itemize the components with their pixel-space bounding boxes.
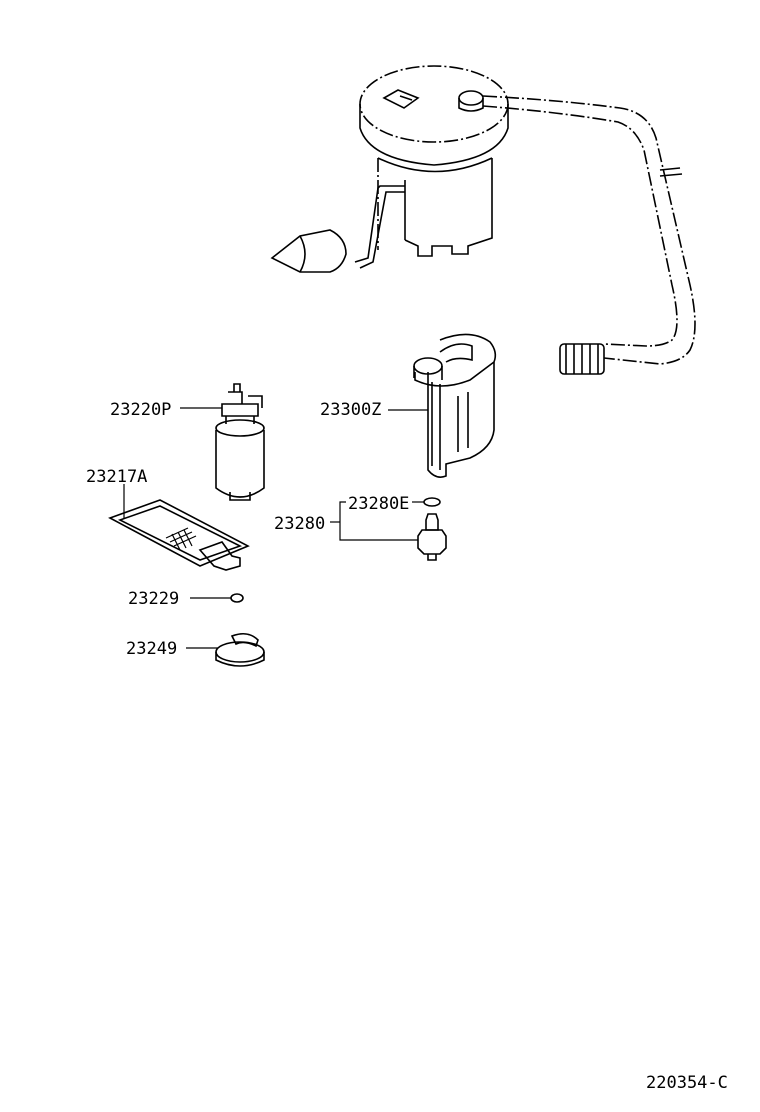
label-23300Z: 23300Z (320, 400, 381, 420)
label-23220P: 23220P (110, 400, 171, 420)
label-23280: 23280 (274, 514, 325, 534)
diagram-id: 220354-C (646, 1073, 728, 1093)
fuel-pump (180, 383, 265, 501)
pressure-regulator (330, 497, 447, 561)
label-23217A: 23217A (86, 467, 147, 487)
leader-23280-bracket (339, 501, 418, 541)
label-23249: 23249 (126, 639, 177, 659)
cushion-23249 (186, 632, 265, 667)
label-23280E: 23280E (348, 494, 409, 514)
fuel-hose (482, 95, 696, 375)
fuel-strainer (108, 484, 250, 571)
washer-23229 (190, 593, 244, 603)
fuel-filter (388, 333, 497, 478)
label-23229: 23229 (128, 589, 179, 609)
fuel-pump-housing (270, 65, 509, 273)
o-ring-23280E (423, 497, 441, 507)
